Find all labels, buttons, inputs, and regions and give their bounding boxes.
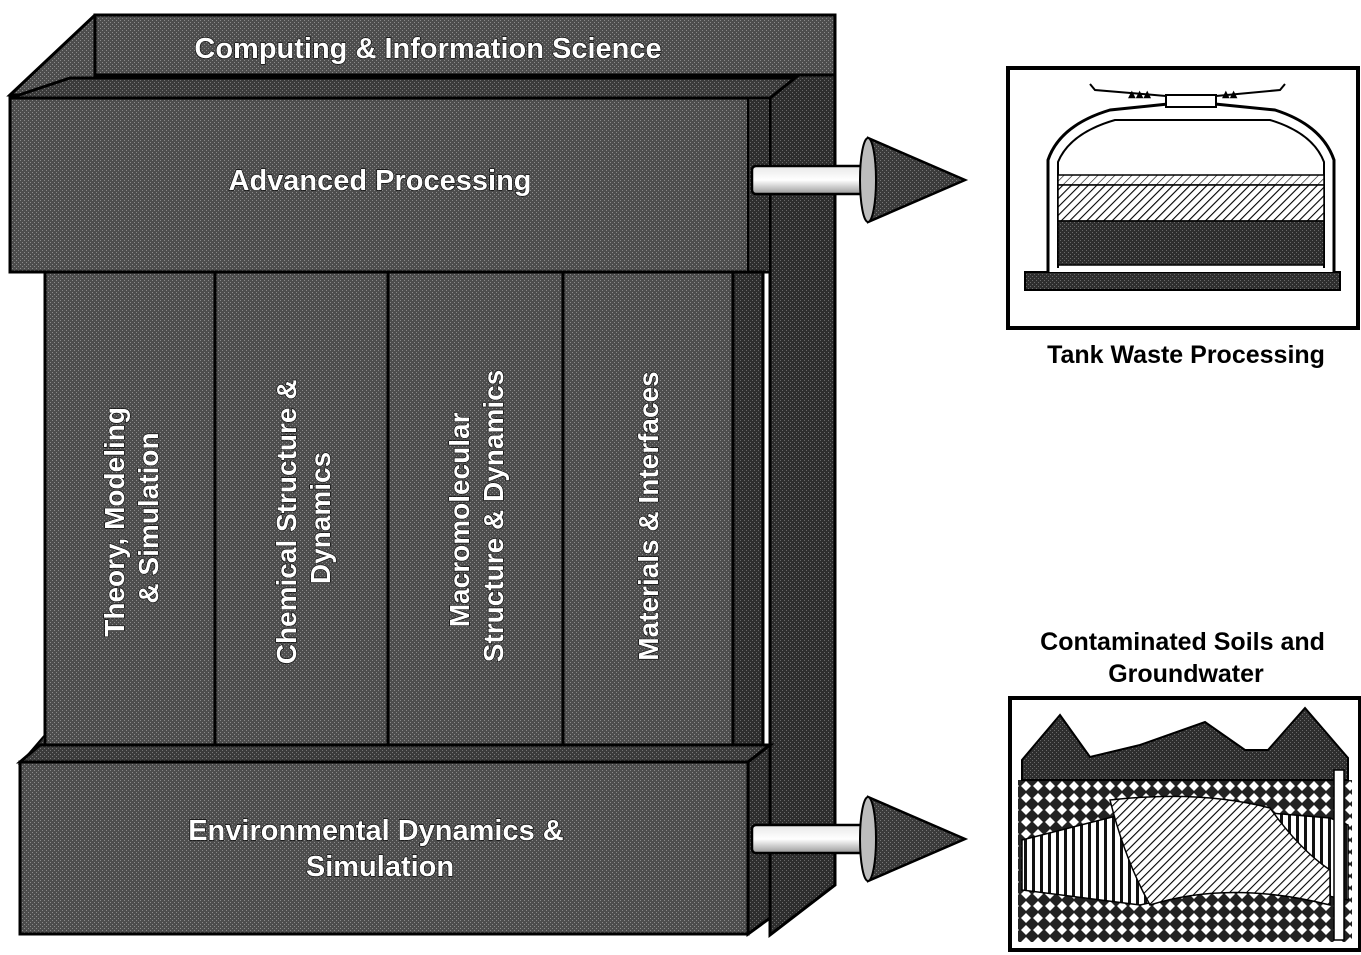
tank-illustration: ▲▲▲ ▲▲ [1006,66,1360,330]
soils-illustration [1008,696,1361,952]
column-label-materials: Materials & Interfaces [633,371,664,660]
arrow-to-tank-icon [750,136,969,224]
column-label-macromolecular: Macromolecular Structure & Dynamics [444,370,509,663]
column-chemical [213,270,390,766]
column-macromolecular [386,270,565,766]
svg-text:▲▲: ▲▲ [1222,89,1238,100]
svg-text:▲▲▲: ▲▲▲ [1128,89,1151,100]
bottom-beam-label: Environmental Dynamics & Simulation [188,815,572,883]
research-columns [17,270,765,766]
column-label-chemical: Chemical Structure & Dynamics [271,372,336,665]
top-beam-label: Computing & Information Science [194,33,661,65]
advanced-processing-beam [8,76,800,274]
column-theory [43,270,217,766]
frame-back [6,13,837,939]
soils-caption: Contaminated Soils and Groundwater [1040,628,1332,688]
column-label-theory: Theory, Modeling & Simulation [99,399,164,636]
tank-caption: Tank Waste Processing [1047,341,1325,369]
middle-beam-label: Advanced Processing [229,165,532,197]
arrow-to-soils-icon [750,795,969,883]
